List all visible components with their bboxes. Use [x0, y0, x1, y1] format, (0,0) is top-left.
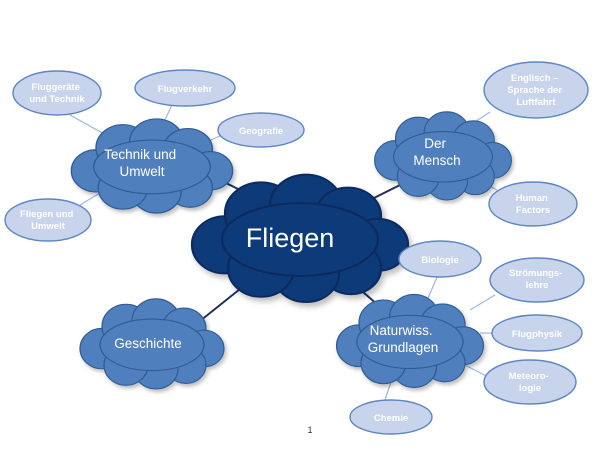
topic-label-mensch: Der Mensch [413, 136, 460, 168]
topic-label-technik: Technik und Umwelt [104, 147, 180, 179]
topic-label-technik-line2: Umwelt [119, 164, 164, 179]
subtopic-geografie-line1: Geografie [239, 126, 283, 137]
svg-text:Flugphysik: Flugphysik [512, 329, 563, 340]
svg-text:Flugverkehr: Flugverkehr [158, 84, 213, 95]
subtopic-englisch-line2: Sprache der [507, 85, 562, 96]
subtopic-englisch-line1: Englisch – [511, 73, 559, 84]
subtopic-chemie: Chemie [349, 399, 433, 435]
subtopic-biologie-line1: Biologie [421, 255, 458, 266]
svg-text:Fluggeräte und Technik: Fluggeräte und Technik [29, 82, 85, 105]
svg-text:Strömungs- lehre: Strömungs- lehre [509, 268, 565, 291]
svg-text:Chemie: Chemie [374, 413, 408, 424]
subtopic-geografie: Geografie [217, 112, 305, 148]
topic-label-geschichte: Geschichte [114, 336, 182, 351]
page-number: 1 [307, 425, 312, 435]
topic-label-geschichte-line1: Geschichte [114, 336, 182, 351]
connector-naturwiss-stroemungslehre [469, 294, 496, 311]
topic-label-technik-line1: Technik und [104, 147, 176, 162]
subtopic-englisch: Englisch – Sprache der Luftfahrt [483, 61, 589, 119]
svg-text:Fliegen und Umwelt: Fliegen und Umwelt [20, 209, 76, 232]
topic-label-mensch-line2: Mensch [413, 153, 460, 168]
svg-text:Human Factors: Human Factors [516, 193, 551, 216]
subtopic-fluggeraete-line2: und Technik [29, 94, 85, 105]
subtopic-englisch-line3: Luftfahrt [516, 97, 556, 108]
subtopic-fluggeraete-line1: Fluggeräte [31, 82, 80, 93]
subtopic-stroemungslehre-line1: Strömungs- [509, 268, 562, 279]
svg-text:Meteoro- logie: Meteoro- logie [509, 371, 552, 394]
subtopic-flugphysik: Flugphysik [491, 314, 583, 352]
svg-text:Geografie: Geografie [239, 126, 283, 137]
subtopic-flugphysik-line1: Flugphysik [512, 329, 563, 340]
svg-text:Biologie: Biologie [421, 255, 458, 266]
subtopic-meteorologie-line2: logie [519, 383, 541, 394]
subtopic-fliegen-umwelt-line2: Umwelt [31, 221, 66, 232]
topic-label-mensch-line1: Der [424, 136, 446, 151]
topic-label-naturwiss-line2: Grundlagen [368, 340, 439, 355]
subtopic-flugverkehr: Flugverkehr [134, 69, 236, 107]
topic-label-naturwiss: Naturwiss. Grundlagen [368, 323, 439, 355]
subtopic-fluggeraete: Fluggeräte und Technik [12, 70, 102, 116]
subtopic-fliegen-umwelt: Fliegen und Umwelt [4, 198, 92, 242]
subtopic-human-factors-line1: Human [516, 193, 548, 204]
subtopic-biologie: Biologie [398, 240, 482, 278]
svg-text:Englisch – Sprache der: Englisch – Sprache der Luftfahrt [507, 73, 565, 108]
subtopic-flugverkehr-line1: Flugverkehr [158, 84, 213, 95]
subtopic-meteorologie: Meteoro- logie [483, 359, 577, 405]
subtopic-human-factors-line2: Factors [516, 205, 550, 216]
subtopic-stroemungslehre-line2: lehre [526, 280, 549, 291]
subtopic-meteorologie-line1: Meteoro- [509, 371, 549, 382]
topic-label-naturwiss-line1: Naturwiss. [370, 323, 433, 338]
central-topic-label: Fliegen [246, 223, 335, 253]
subtopic-chemie-line1: Chemie [374, 413, 408, 424]
subtopic-fliegen-umwelt-line1: Fliegen und [20, 209, 74, 220]
subtopic-human-factors: Human Factors [488, 181, 578, 227]
subtopic-stroemungslehre: Strömungs- lehre [489, 257, 585, 303]
